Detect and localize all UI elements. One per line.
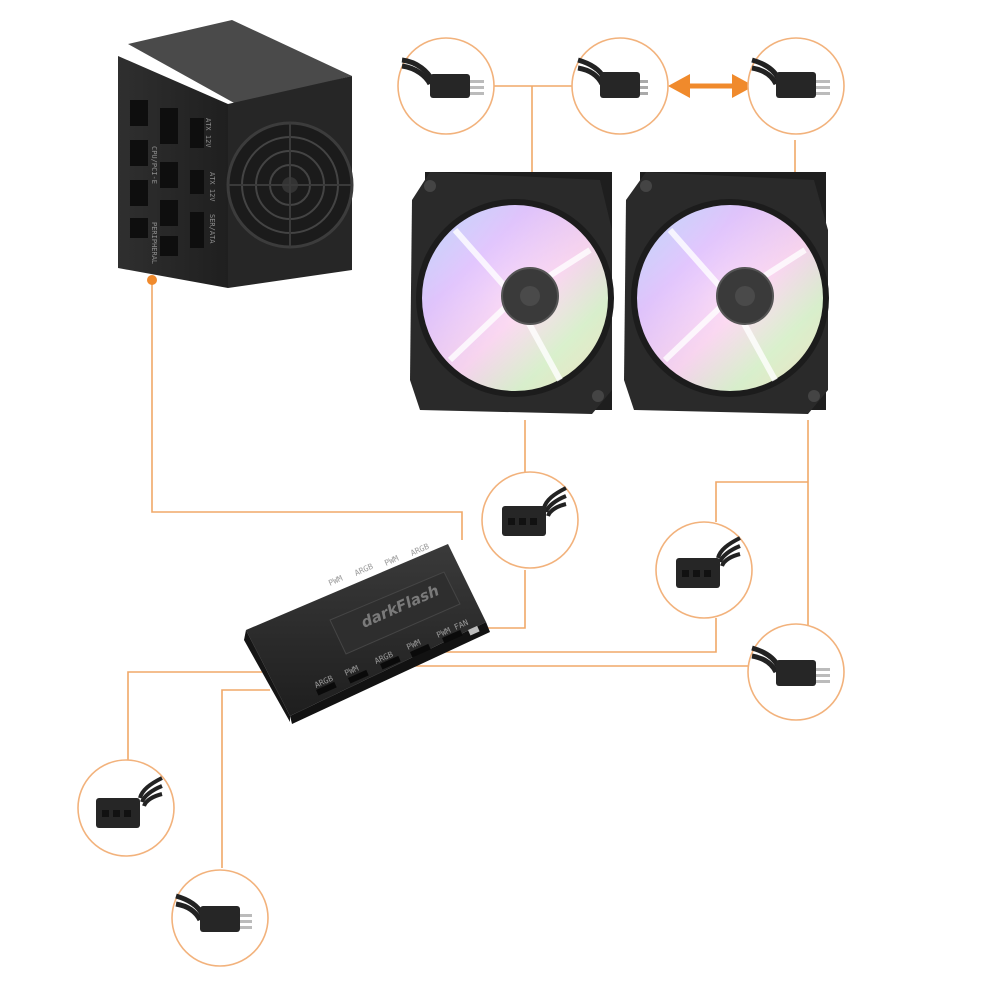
argb-connector-right [747, 623, 845, 721]
hub-top-port-1: PWM [327, 574, 344, 588]
double-arrow-icon [668, 74, 754, 98]
power-supply: ATX 12V CPU/PCI-E ATX 12V SER/ATA PERIPH… [118, 20, 354, 288]
wire-lines [127, 85, 809, 868]
argb-connector-top-left [397, 37, 495, 135]
argb-3pin-icon [600, 72, 640, 98]
psu-label-sata: SER/ATA [208, 214, 216, 244]
psu-label-atx12v-2: ATX 12V [208, 172, 216, 202]
argb-3pin-icon [200, 906, 240, 932]
psu-label-atx12v: ATX 12V [204, 118, 212, 148]
psu-label-cpu-pcie: CPU/PCI-E [150, 146, 158, 184]
wire-pwm-right-to-hub [405, 618, 717, 653]
argb-3pin-icon [430, 74, 470, 98]
wire-fan2-pwm-branch [715, 481, 808, 522]
argb-connector-bottom [171, 869, 269, 967]
wire-hub-to-argb-bottom [221, 689, 270, 868]
pwm-connector-right [655, 521, 753, 619]
argb-3pin-icon [776, 660, 816, 686]
hub-top-port-2: ARGB [353, 562, 374, 578]
wire-hub-to-pwm-bottom [127, 671, 262, 762]
argb-connector-top-right [747, 37, 845, 135]
argb-connector-top-mid [571, 37, 669, 135]
fan-2 [624, 172, 829, 414]
psu-port-dot [147, 275, 157, 285]
pwm-connector-bottom [77, 759, 175, 857]
wire-pwm-mid-to-hub [478, 570, 526, 629]
argb-3pin-icon [776, 72, 816, 98]
psu-label-peripheral: PERIPHERAL [150, 222, 158, 264]
wire-psu-to-hub [151, 280, 463, 540]
fan-1 [410, 172, 614, 414]
pwm-connector-mid [481, 471, 579, 569]
fan-hub: darkFlash PWM ARGB PWM ARGB ARGB PWM ARG… [244, 542, 490, 724]
